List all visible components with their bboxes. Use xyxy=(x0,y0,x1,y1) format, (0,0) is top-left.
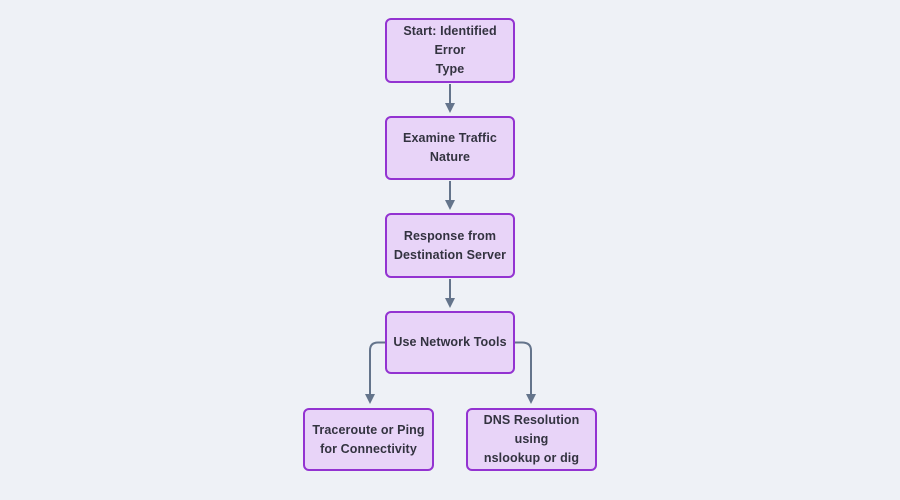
edge-tools-to-dns xyxy=(515,341,536,404)
node-traceroute-label: Traceroute or Ping for Connectivity xyxy=(312,421,424,459)
node-label-line: Destination Server xyxy=(393,247,507,262)
node-traceroute: Traceroute or Ping for Connectivity xyxy=(303,408,434,471)
node-label-line: Response from xyxy=(403,228,497,243)
node-label-line: Type xyxy=(435,62,465,76)
node-response: Response from Destination Server xyxy=(385,213,515,278)
edge-tools-to-traceroute xyxy=(365,341,385,404)
node-start: Start: Identified Error Type xyxy=(385,18,515,83)
node-tools: Use Network Tools xyxy=(385,311,515,374)
node-examine: Examine Traffic Nature xyxy=(385,116,515,180)
node-label-line: Examine Traffic xyxy=(403,131,497,145)
node-dns-label: DNS Resolution using nslookup or dig xyxy=(468,411,595,468)
node-dns: DNS Resolution using nslookup or dig xyxy=(466,408,597,471)
node-start-label: Start: Identified Error Type xyxy=(387,22,513,79)
node-label-line: Traceroute or Ping xyxy=(312,422,425,437)
node-tools-label: Use Network Tools xyxy=(393,333,506,352)
node-label-line: nslookup or dig xyxy=(483,451,580,465)
node-label-line: Start: Identified Error xyxy=(403,24,497,57)
node-examine-label: Examine Traffic Nature xyxy=(403,129,497,167)
node-label-line: DNS Resolution using xyxy=(483,413,580,446)
node-label-line: Nature xyxy=(429,150,471,164)
node-response-label: Response from Destination Server xyxy=(394,227,506,265)
node-label-line: Use Network Tools xyxy=(393,335,507,349)
node-label-line: for Connectivity xyxy=(320,441,417,456)
